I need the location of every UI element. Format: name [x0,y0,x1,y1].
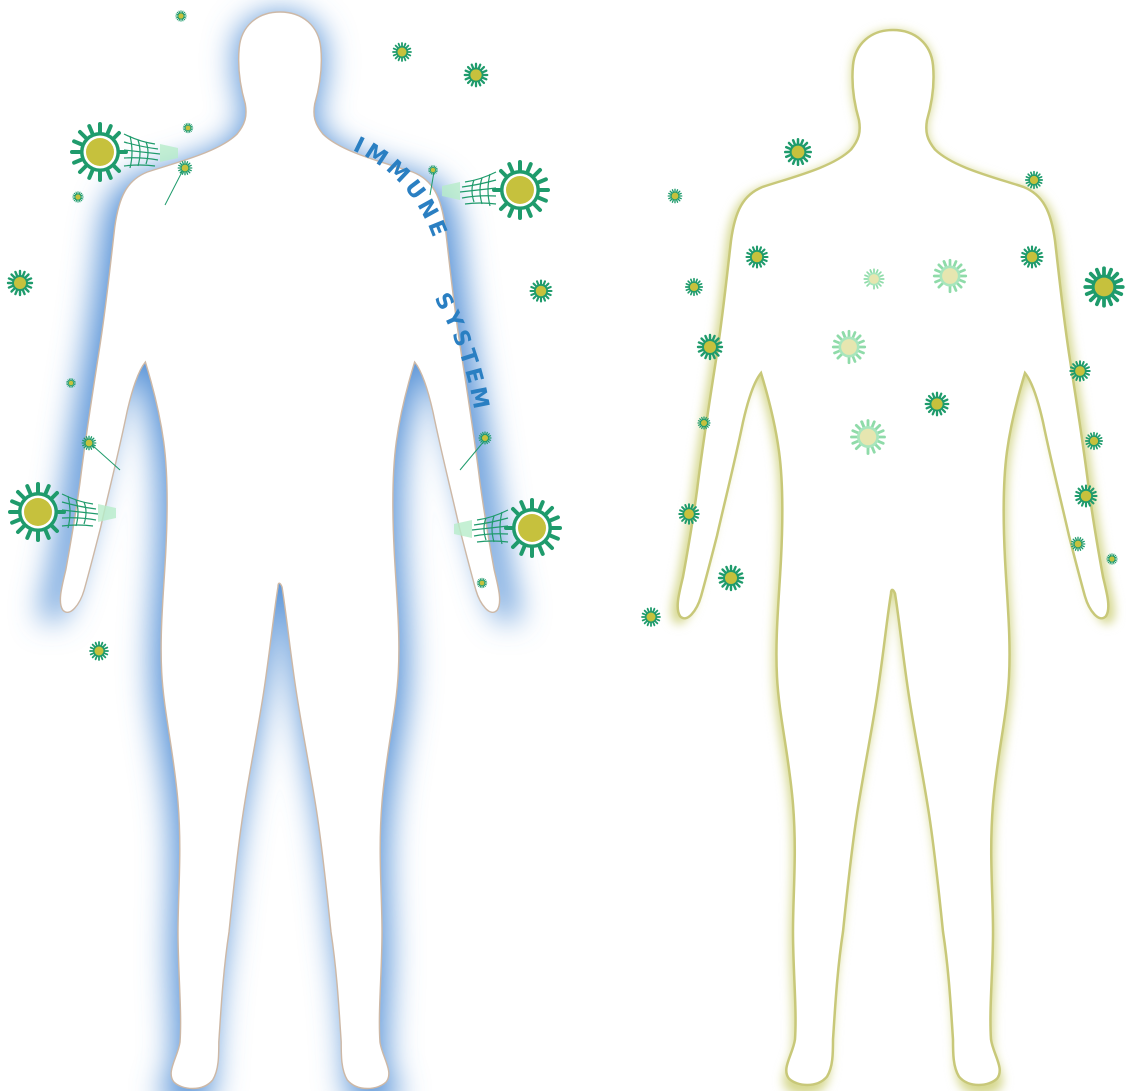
unprotected-figure [671,30,1115,1091]
virus-icon [698,417,710,429]
virus-icon [1022,247,1043,268]
virus-icon [698,335,722,359]
virus-icon [1070,361,1090,381]
virus-icon [90,642,108,660]
virus-icon [642,608,660,626]
virus-icon [479,432,491,444]
virus-icon [73,192,84,203]
faded-virus-icon [833,331,865,363]
virus-icon [668,189,682,203]
virus-icon [785,139,811,165]
virus-icon [67,379,76,388]
virus-icon [183,123,193,133]
virus-icon [686,279,703,296]
virus-icon [8,271,32,295]
virus-icon [477,578,487,588]
protected-figure [43,12,517,1091]
virus-icon [719,566,743,590]
virus-icon [1086,433,1103,450]
virus-icon [1026,172,1043,189]
virus-icon [679,504,699,524]
virus-icon [176,11,187,22]
virus-icon [531,281,552,302]
virus-icon [1076,486,1097,507]
virus-icon [429,166,438,175]
faded-virus-icon [934,260,966,292]
virus-icon [1107,554,1118,565]
faded-virus-icon [852,421,885,454]
virus-icon [82,436,96,450]
virus-icon [1085,268,1123,306]
virus-icon [926,393,949,416]
virus-icon [747,247,768,268]
trapped-virus-icon [442,162,548,218]
virus-icon [178,161,192,175]
virus-icon [393,43,411,61]
faded-virus-icon [864,269,884,289]
virus-icon [465,64,488,87]
virus-icon [1071,537,1085,551]
